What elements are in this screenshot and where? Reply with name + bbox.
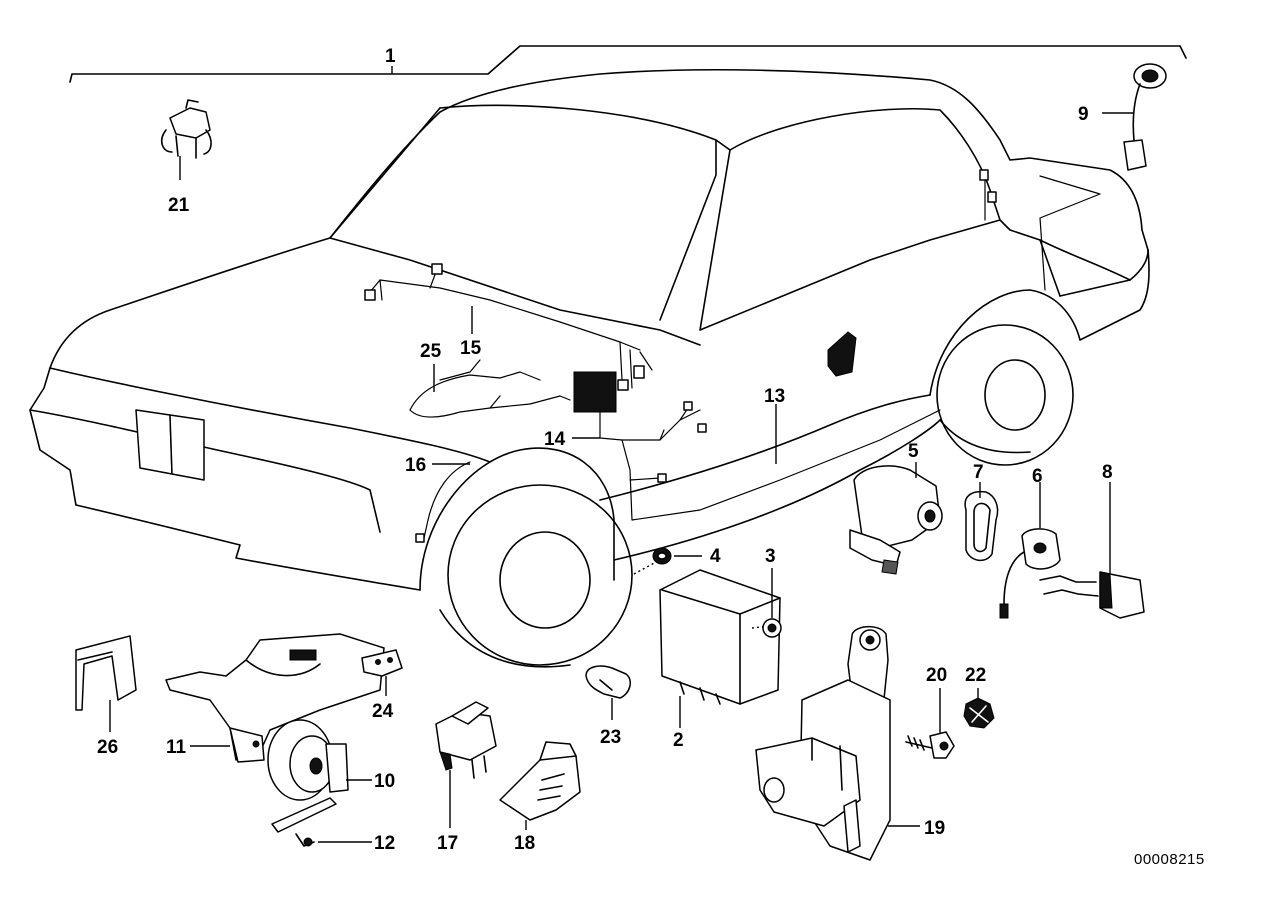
part-4-grommet [633, 547, 702, 575]
callout-15: 15 [460, 338, 482, 359]
callout-4: 4 [710, 546, 721, 567]
callout-22: 22 [965, 665, 986, 686]
callout-1: 1 [385, 46, 396, 67]
part-19-lock-actuator [755, 625, 920, 861]
part-24-bracket [361, 649, 403, 696]
wiring-harness [364, 169, 1101, 543]
callout-2: 2 [673, 730, 684, 751]
callout-8: 8 [1102, 462, 1113, 483]
part-12-screw [271, 797, 372, 847]
part-26-bracket [75, 635, 137, 732]
part-22-clip [963, 688, 995, 729]
part-21-clip [160, 99, 212, 180]
callout-9: 9 [1078, 104, 1089, 125]
callout-10: 10 [374, 771, 395, 792]
part-8-lock-cylinder [1039, 482, 1145, 619]
part-6-sensor [999, 482, 1061, 619]
callout-5: 5 [908, 441, 919, 462]
part-23-clip [585, 665, 631, 720]
callout-26: 26 [97, 737, 118, 758]
part-5-actuator [849, 462, 943, 575]
callout-6: 6 [1032, 466, 1043, 487]
callout-18: 18 [514, 833, 535, 854]
door-lock-detail [827, 331, 857, 377]
callout-24: 24 [372, 701, 394, 722]
callout-12: 12 [374, 833, 395, 854]
part-7-grommet [964, 482, 999, 562]
part-10-horn [267, 719, 372, 801]
diagram-reference-number: 00008215 [1134, 851, 1205, 868]
car-body-outline [29, 68, 1150, 668]
part-2-control-module [659, 569, 781, 728]
part-17-switch [435, 701, 497, 828]
assembly-bracket-line [69, 45, 1187, 83]
callout-23: 23 [600, 727, 621, 748]
callout-19: 19 [924, 818, 945, 839]
part-18-holder [499, 741, 581, 830]
callout-25: 25 [420, 341, 442, 362]
callout-16: 16 [405, 455, 426, 476]
callout-3: 3 [765, 546, 776, 567]
callout-11: 11 [166, 737, 187, 758]
callout-17: 17 [437, 833, 458, 854]
callout-13: 13 [764, 386, 785, 407]
part-9-courtesy-lamp [1102, 63, 1167, 171]
callout-7: 7 [973, 462, 984, 483]
callout-21: 21 [168, 195, 190, 216]
callout-14: 14 [544, 429, 566, 450]
part-11-bracket [165, 633, 385, 763]
callout-20: 20 [926, 665, 947, 686]
part-3-nut [762, 568, 782, 638]
part-20-bolt [905, 688, 955, 759]
